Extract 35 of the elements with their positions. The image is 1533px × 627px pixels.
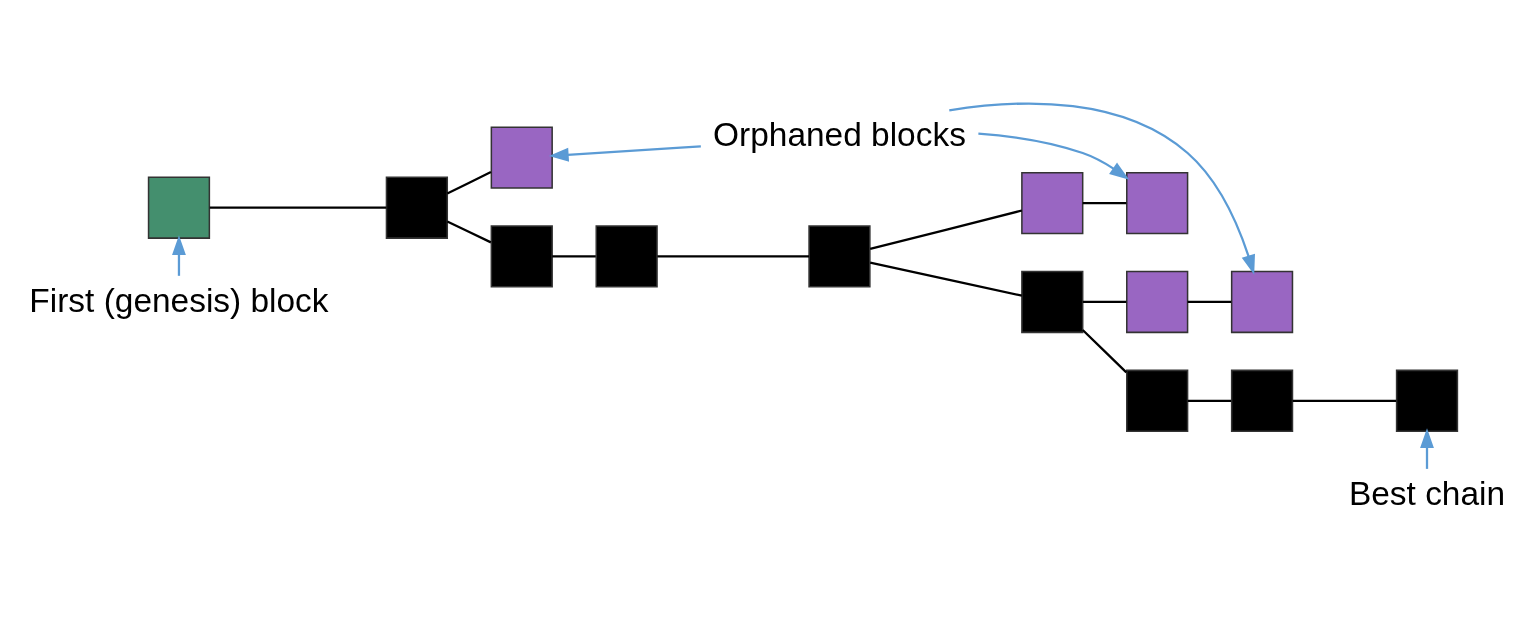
node-box [147,176,211,239]
arrow [978,132,1130,180]
connector [1082,300,1127,304]
connector [446,220,492,244]
node-box [1021,172,1084,235]
connector [657,255,809,258]
node-text: First (genesis) block [29,282,329,320]
node-box [1126,270,1189,334]
node-box [1126,369,1189,432]
node-box [808,225,871,288]
node-box [1126,172,1189,235]
node-box [490,126,553,189]
node-text: Best chain [1348,475,1506,513]
arrow [548,145,701,162]
connector [1082,202,1127,205]
connector [1187,399,1232,402]
connector [552,255,596,258]
node-box [1230,369,1294,432]
connector [869,209,1023,251]
connector [209,206,387,209]
node-text: Orphaned blocks [713,116,966,154]
node-box [490,225,553,288]
node-box [595,225,658,288]
arrow [949,102,1255,275]
arrow [172,235,186,276]
node-box [1021,270,1084,334]
node-box [1395,369,1459,432]
connector [869,261,1023,297]
node-box [385,176,449,239]
connector [446,171,492,195]
connector [1292,399,1397,402]
connector [1081,329,1128,374]
arrow [1420,428,1434,469]
connector [1187,300,1232,304]
node-box [1230,270,1294,334]
